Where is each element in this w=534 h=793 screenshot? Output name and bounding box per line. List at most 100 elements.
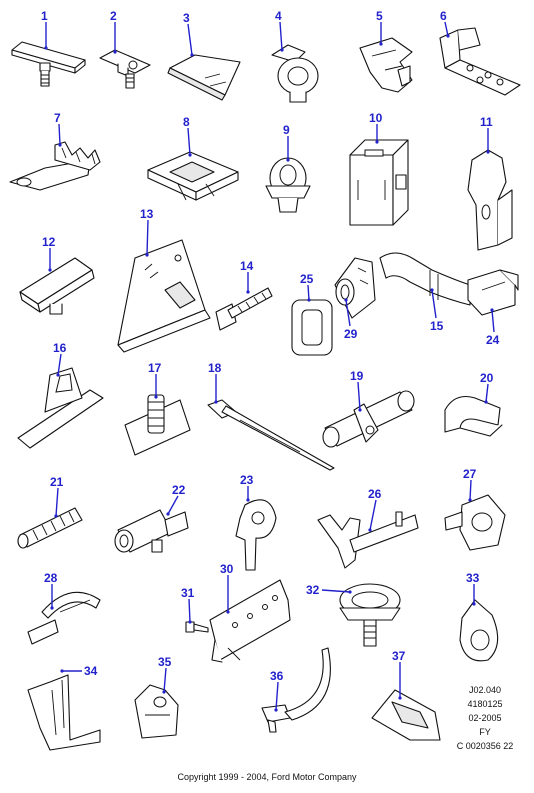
svg-text:34: 34 bbox=[84, 664, 98, 678]
part-36-drawing bbox=[261, 647, 331, 733]
part-4-drawing bbox=[271, 44, 319, 103]
part-28-drawing bbox=[27, 591, 101, 645]
svg-text:33: 33 bbox=[466, 571, 480, 585]
svg-text:23: 23 bbox=[240, 473, 254, 487]
svg-text:29: 29 bbox=[344, 327, 358, 341]
svg-text:6: 6 bbox=[440, 9, 447, 23]
callout-2: 2 bbox=[110, 9, 117, 54]
svg-text:19: 19 bbox=[350, 369, 364, 383]
svg-text:10: 10 bbox=[369, 111, 383, 125]
callout-18: 18 bbox=[208, 361, 222, 404]
part-1-drawing bbox=[11, 41, 86, 87]
callout-34: 34 bbox=[60, 664, 98, 678]
svg-text:24: 24 bbox=[486, 333, 500, 347]
svg-text:7: 7 bbox=[54, 111, 61, 125]
part-17-drawing bbox=[124, 394, 191, 456]
part-22-drawing bbox=[114, 509, 189, 553]
part-20-drawing bbox=[444, 395, 503, 437]
part-5-drawing bbox=[359, 37, 413, 93]
svg-text:17: 17 bbox=[148, 361, 162, 375]
reference-model: FY bbox=[479, 727, 491, 737]
part-34-drawing bbox=[27, 674, 101, 751]
callout-7: 7 bbox=[54, 111, 62, 147]
part-21-drawing bbox=[17, 507, 83, 549]
svg-text:13: 13 bbox=[140, 207, 154, 221]
svg-text:5: 5 bbox=[376, 9, 383, 23]
callout-10: 10 bbox=[369, 111, 383, 144]
callout-21: 21 bbox=[50, 475, 64, 518]
reference-code: J02.040 bbox=[468, 685, 502, 695]
part-30-drawing bbox=[209, 579, 291, 663]
part-2-drawing bbox=[99, 49, 151, 89]
svg-text:30: 30 bbox=[220, 562, 234, 576]
svg-text:22: 22 bbox=[172, 483, 186, 497]
part-13-drawing bbox=[117, 239, 211, 353]
part-33-drawing bbox=[459, 599, 499, 662]
part-12-drawing bbox=[19, 257, 95, 315]
svg-text:8: 8 bbox=[183, 115, 190, 129]
svg-text:20: 20 bbox=[480, 371, 494, 385]
svg-text:32: 32 bbox=[306, 583, 320, 597]
part-31-drawing bbox=[185, 621, 209, 633]
part-9-drawing bbox=[265, 157, 311, 213]
svg-text:3: 3 bbox=[183, 11, 190, 25]
svg-text:35: 35 bbox=[158, 655, 172, 669]
callout-12: 12 bbox=[42, 235, 56, 272]
callout-33: 33 bbox=[466, 571, 480, 606]
part-27-drawing bbox=[444, 494, 506, 551]
callout-13: 13 bbox=[140, 207, 154, 257]
part-23-drawing bbox=[235, 499, 277, 571]
svg-text:9: 9 bbox=[283, 123, 290, 137]
part-16-drawing bbox=[17, 367, 104, 449]
callout-5: 5 bbox=[376, 9, 383, 46]
part-26-drawing bbox=[317, 511, 419, 569]
svg-text:28: 28 bbox=[44, 571, 58, 585]
reference-date: 02-2005 bbox=[468, 713, 502, 723]
callout-24: 24 bbox=[486, 308, 500, 347]
part-24-drawing bbox=[467, 269, 519, 316]
callout-37: 37 bbox=[392, 649, 406, 700]
reference-catalog: C 0020356 22 bbox=[456, 741, 514, 751]
callout-19: 19 bbox=[350, 369, 364, 412]
part-37-drawing bbox=[371, 689, 441, 741]
callout-11: 11 bbox=[480, 115, 493, 154]
callout-8: 8 bbox=[183, 115, 192, 157]
part-15-drawing bbox=[379, 252, 471, 306]
callout-31: 31 bbox=[181, 586, 195, 624]
part-11-drawing bbox=[467, 149, 513, 251]
svg-text:15: 15 bbox=[430, 319, 444, 333]
svg-text:1: 1 bbox=[41, 9, 48, 23]
svg-text:16: 16 bbox=[53, 341, 67, 355]
callout-36: 36 bbox=[270, 669, 284, 712]
callout-4: 4 bbox=[275, 9, 284, 52]
callout-15: 15 bbox=[430, 288, 444, 333]
callout-1: 1 bbox=[41, 9, 48, 50]
callout-23: 23 bbox=[240, 473, 254, 502]
part-25-drawing bbox=[291, 299, 333, 356]
callout-16: 16 bbox=[53, 341, 67, 377]
callout-32: 32 bbox=[306, 583, 352, 597]
svg-text:25: 25 bbox=[300, 272, 314, 286]
svg-text:4: 4 bbox=[275, 9, 282, 23]
callout-17: 17 bbox=[148, 361, 162, 399]
copyright-notice: Copyright 1999 - 2004, Ford Motor Compan… bbox=[177, 772, 357, 782]
svg-text:36: 36 bbox=[270, 669, 284, 683]
part-8-drawing bbox=[147, 151, 239, 201]
part-35-drawing bbox=[134, 684, 179, 739]
svg-text:31: 31 bbox=[181, 586, 195, 600]
part-29-drawing bbox=[334, 257, 376, 319]
reference-part-number: 4180125 bbox=[467, 699, 503, 709]
svg-text:26: 26 bbox=[368, 487, 382, 501]
callout-6: 6 bbox=[440, 9, 450, 38]
part-7-drawing bbox=[9, 141, 101, 191]
part-19-drawing bbox=[322, 390, 415, 448]
callout-22: 22 bbox=[166, 483, 186, 516]
svg-text:12: 12 bbox=[42, 235, 56, 249]
svg-text:37: 37 bbox=[392, 649, 406, 663]
part-14-drawing bbox=[215, 287, 273, 331]
callout-20: 20 bbox=[480, 371, 494, 404]
svg-text:18: 18 bbox=[208, 361, 222, 375]
callout-25: 25 bbox=[300, 272, 314, 302]
callout-26: 26 bbox=[368, 487, 382, 532]
